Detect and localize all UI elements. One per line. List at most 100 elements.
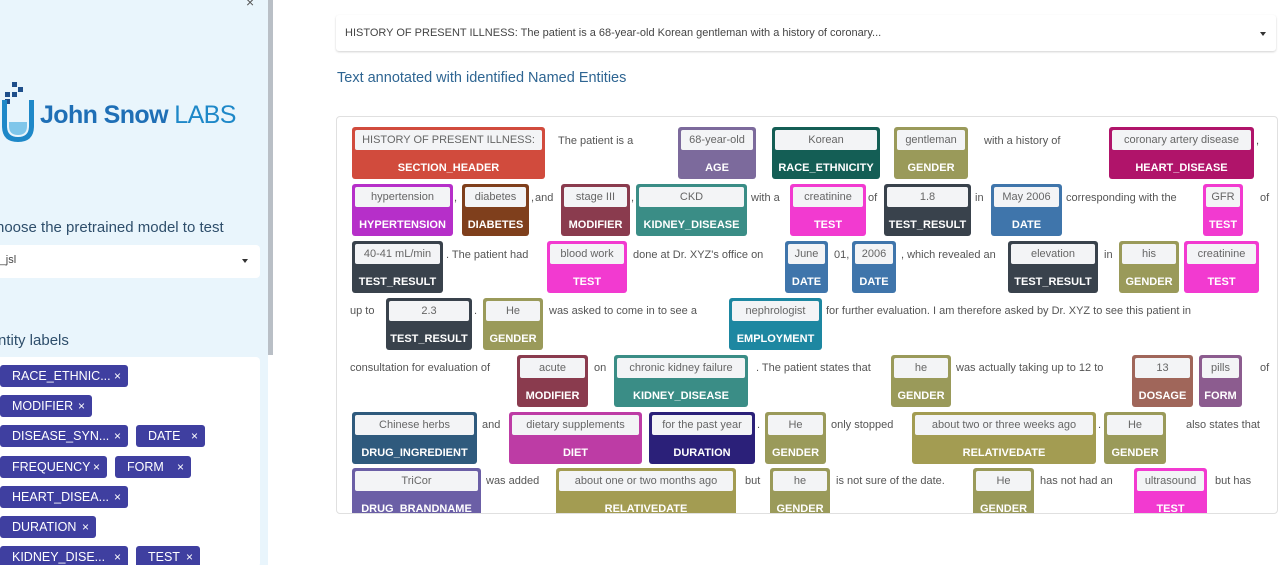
- model-select[interactable]: r_jsl: [0, 245, 260, 278]
- logo-john-snow: John Snow: [40, 101, 169, 129]
- entity-label: TEST_RESULT: [390, 333, 468, 345]
- plain-text: on: [594, 362, 607, 374]
- plain-text: of: [868, 192, 878, 204]
- plain-text: 01,: [834, 249, 850, 261]
- entity-chip[interactable]: RACE_ETHNIC...×: [0, 365, 128, 387]
- remove-chip-icon[interactable]: ×: [92, 460, 100, 474]
- remove-chip-icon[interactable]: ×: [81, 520, 89, 534]
- entity-chunk: about one or two months ago: [559, 471, 733, 491]
- entity-chip[interactable]: FORM×: [115, 456, 191, 478]
- entity-chunk: blood work: [550, 244, 624, 264]
- plain-text: only stopped: [831, 419, 894, 431]
- logo-labs: LABS: [174, 101, 236, 129]
- logo-wordmark: John Snow LABS: [40, 101, 236, 130]
- entity-label: TEST_RESULT: [888, 219, 967, 231]
- plain-text: The patient is a: [558, 135, 634, 147]
- entity-chunk: GFR: [1206, 187, 1240, 207]
- remove-chip-icon[interactable]: ×: [77, 399, 85, 413]
- entity-label: TEST_RESULT: [1014, 276, 1092, 288]
- entity-chip[interactable]: DISEASE_SYN...×: [0, 425, 128, 447]
- entity-chunk: 13: [1135, 358, 1190, 378]
- entity-label: TEST: [1156, 503, 1185, 514]
- entity-chunk: He: [486, 301, 540, 321]
- entity-label: TEST: [572, 276, 602, 288]
- entity-chunk: Korean: [775, 130, 877, 150]
- entity-chip-label: DISEASE_SYN...: [12, 429, 110, 443]
- entity-chip[interactable]: DATE ×: [136, 425, 205, 447]
- close-icon[interactable]: ×: [246, 0, 255, 10]
- entity-chunk: He: [768, 415, 823, 435]
- plain-text: with a history of: [984, 135, 1061, 147]
- plain-text: , which revealed an: [901, 249, 996, 261]
- plain-text: consultation for evaluation of: [350, 362, 491, 374]
- remove-chip-icon[interactable]: ×: [185, 550, 193, 564]
- entity-chip[interactable]: HEART_DISEA...×: [0, 486, 128, 508]
- entity-chip[interactable]: MODIFIER×: [0, 395, 92, 417]
- entity-chunk: He: [976, 471, 1031, 491]
- remove-chip-icon[interactable]: ×: [113, 369, 121, 383]
- remove-chip-icon[interactable]: ×: [113, 490, 121, 504]
- entity-chip[interactable]: KIDNEY_DISE...×: [0, 546, 128, 565]
- document-select-value: HISTORY OF PRESENT ILLNESS: The patient …: [345, 27, 882, 39]
- entity-chunk: HISTORY OF PRESENT ILLNESS:: [355, 130, 542, 150]
- entity-chip-label: DATE: [148, 429, 181, 443]
- entity-chunk: TriCor: [355, 471, 478, 491]
- entity-label: MODIFIER: [525, 390, 580, 402]
- entity-chip[interactable]: TEST ×: [136, 546, 200, 565]
- entity-labels-multiselect[interactable]: RACE_ETHNIC...×MODIFIER×DISEASE_SYN...×D…: [0, 357, 260, 565]
- plain-text: but has: [1215, 475, 1252, 487]
- plain-text: ,: [631, 192, 635, 204]
- entity-label: TEST: [813, 219, 843, 231]
- plain-text: .: [757, 419, 761, 431]
- plain-text: up to: [350, 305, 375, 317]
- plain-text: in: [975, 192, 984, 204]
- entity-chunk: hypertension: [355, 187, 450, 207]
- entity-chunk: dietary supplements: [512, 415, 639, 435]
- entity-chunk: his: [1122, 244, 1176, 264]
- entity-label: DIET: [562, 447, 589, 459]
- entity-label: DATE: [859, 276, 889, 288]
- entity-chip-label: TEST: [148, 550, 180, 564]
- entity-label: FORM: [1204, 390, 1237, 402]
- plain-text: was asked to come in to see a: [549, 305, 697, 317]
- entity-annotation: HISTORY OF PRESENT ILLNESS:SECTION_HEADE…: [352, 127, 545, 179]
- entity-chunk: pills: [1202, 358, 1239, 378]
- document-select[interactable]: HISTORY OF PRESENT ILLNESS: The patient …: [336, 15, 1276, 51]
- entity-chip[interactable]: FREQUENCY×: [0, 456, 107, 478]
- plain-text: and: [482, 419, 501, 431]
- entity-label: GENDER: [1111, 447, 1159, 459]
- sidebar: × John Snow LABS hoose the pretrained mo…: [0, 0, 268, 565]
- plain-text: .: [474, 305, 478, 317]
- plain-text: ,: [531, 192, 535, 204]
- entity-chunk: ultrasound: [1137, 471, 1204, 491]
- entity-chunk: CKD: [639, 187, 744, 207]
- remove-chip-icon[interactable]: ×: [113, 429, 121, 443]
- plain-text: .: [1098, 419, 1102, 431]
- entity-chip-label: MODIFIER: [12, 399, 74, 413]
- sidebar-scrollbar[interactable]: [268, 0, 273, 355]
- remove-chip-icon[interactable]: ×: [190, 429, 198, 443]
- entity-chip[interactable]: DURATION ×: [0, 516, 96, 538]
- remove-chip-icon[interactable]: ×: [176, 460, 184, 474]
- model-select-value: r_jsl: [0, 254, 17, 266]
- entity-chunk: elevation: [1011, 244, 1095, 264]
- entity-label: RELATIVEDATE: [604, 503, 688, 514]
- remove-chip-icon[interactable]: ×: [113, 550, 121, 564]
- entity-chip-label: DURATION: [12, 520, 77, 534]
